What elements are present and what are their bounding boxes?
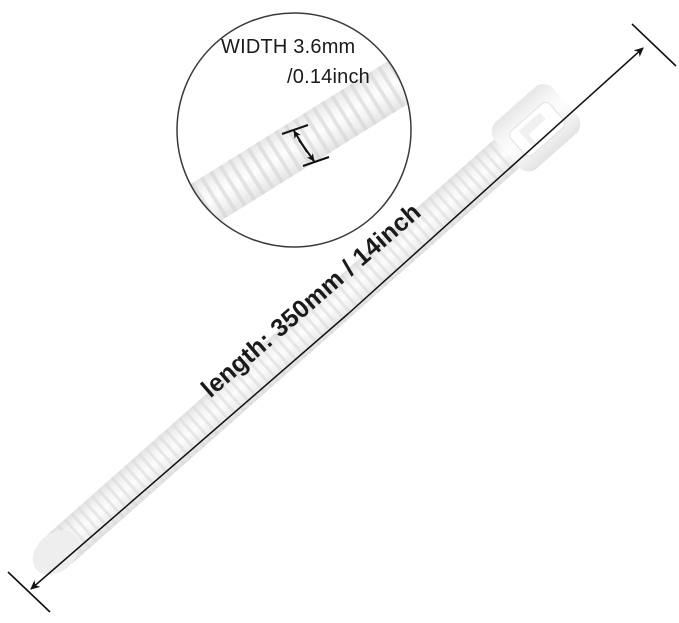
width-dimension-group bbox=[281, 124, 330, 167]
length-dimension-tick-start bbox=[7, 571, 51, 613]
width-dimension-tick-bottom bbox=[302, 156, 330, 167]
magnifier-circle-icon bbox=[176, 12, 412, 248]
width-label-millimeters: WIDTH 3.6mm bbox=[221, 36, 356, 58]
cable-tie-head bbox=[491, 84, 581, 172]
width-label-inches: /0.14inch bbox=[287, 66, 370, 88]
cable-tie-head-pawl bbox=[518, 112, 546, 147]
cable-tie-ribbing bbox=[40, 139, 521, 569]
width-dimension-arrow-down bbox=[298, 139, 315, 162]
length-dimension-tick-end bbox=[631, 23, 677, 67]
length-dimension-arrow-end bbox=[348, 47, 644, 314]
cable-tie-strap bbox=[32, 84, 581, 575]
width-dimension-tick-top bbox=[281, 124, 309, 135]
magnified-strap bbox=[177, 34, 411, 247]
magnified-strap-ribbing bbox=[177, 34, 411, 247]
length-dimension-group bbox=[7, 23, 677, 613]
cable-tie-body-group bbox=[32, 84, 581, 575]
cable-tie-head-slot bbox=[509, 101, 566, 157]
length-dimension-arrow-start bbox=[30, 312, 350, 590]
cable-tie-tail-tip bbox=[32, 530, 80, 575]
